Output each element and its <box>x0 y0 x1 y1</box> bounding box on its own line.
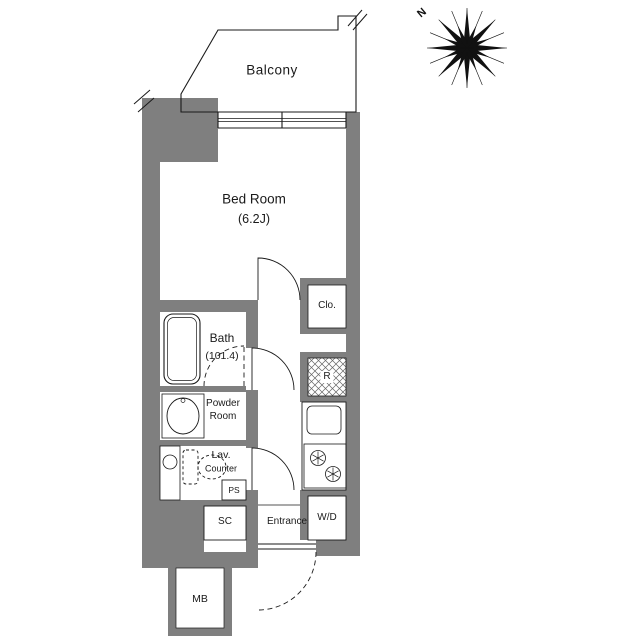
bedroom-door-swing <box>257 257 301 301</box>
wall-bath-powder <box>160 386 246 392</box>
wall-mb-bottom <box>168 628 232 636</box>
wall-r-left <box>300 352 308 402</box>
wall-mb-right <box>224 568 232 636</box>
refrigerator-space-label: R <box>320 371 334 383</box>
wall-r-bottom <box>300 396 346 402</box>
walls <box>142 98 360 636</box>
bedroom-label: Bed Room <box>222 191 286 207</box>
bedroom-size-label: (6.2J) <box>238 211 270 226</box>
kitchen-counter <box>301 401 347 491</box>
lavatory-label-line1: Lav. <box>211 448 231 461</box>
wall-sc-block <box>160 506 204 552</box>
toilet-bowl <box>197 454 227 480</box>
wall-lav-bottom <box>160 500 246 506</box>
wall-wd-left <box>300 490 308 540</box>
stove <box>303 443 347 489</box>
stove-burner <box>310 450 326 466</box>
powder-room-label-line1: Powder <box>206 398 240 409</box>
wall-bedroom-bath <box>160 300 258 312</box>
wall-topleft-block <box>142 98 218 162</box>
stove-burner-mark <box>327 467 339 481</box>
kitchen-sink <box>306 405 342 435</box>
closet-label: Clo. <box>318 300 336 311</box>
pipe-space-label: PS <box>228 484 240 495</box>
bathtub-inner <box>167 317 197 381</box>
vanity-faucet <box>180 398 186 403</box>
balcony-outline <box>180 15 357 113</box>
entrance-label: Entrance <box>266 516 308 527</box>
balcony-label: Balcony <box>246 62 298 78</box>
wall-left <box>142 98 160 568</box>
wall-closet-top <box>300 278 346 285</box>
wall-hall-a <box>246 312 258 348</box>
pipe-space-box <box>221 479 247 501</box>
bath-label: Bath <box>209 331 235 345</box>
entrance-door-swing <box>257 551 317 611</box>
stove-burner-mark <box>312 451 324 465</box>
wall-wd-top <box>300 490 346 496</box>
wall-closet-left <box>300 278 308 334</box>
wall-hall-b <box>246 390 258 448</box>
shoe-cabinet-box <box>203 505 247 541</box>
stove-burner <box>325 466 341 482</box>
window-band <box>217 111 347 129</box>
wall-hall-c <box>246 490 258 552</box>
wall-closet-bottom <box>300 328 346 334</box>
vanity-cabinet <box>161 393 205 439</box>
wall-r-top <box>300 352 346 358</box>
boundary-break-ticks <box>133 9 368 113</box>
lavatory-label-line2: Counter <box>204 463 238 474</box>
closet-box <box>307 284 347 329</box>
wall-bottom-right <box>316 540 360 556</box>
wall-bottom-left <box>142 552 258 568</box>
lav-counter <box>159 445 181 501</box>
washer-dryer-label: W/D <box>317 512 337 523</box>
wall-powder-lav <box>160 440 246 446</box>
powder-door-swing <box>251 347 295 391</box>
lav-door-swing <box>251 447 295 491</box>
entrance-door-leaf <box>258 543 316 550</box>
meter-box-box <box>175 567 225 629</box>
wall-right <box>346 112 360 556</box>
shoe-cabinet-label: SC <box>218 516 232 527</box>
bathtub <box>163 313 201 385</box>
toilet-tank <box>182 449 199 485</box>
bath-size-label: (101.4) <box>205 349 239 362</box>
door-swings <box>203 257 317 611</box>
wall-mb-left <box>168 568 176 636</box>
meter-box-label: MB <box>192 592 208 605</box>
bath-door-swing <box>203 345 245 387</box>
vanity-sink <box>166 397 200 435</box>
washer-dryer-box <box>307 495 347 541</box>
compass-points <box>427 8 507 88</box>
compass-rose <box>427 8 507 88</box>
lav-basin <box>162 454 178 470</box>
powder-room-label-line2: Room <box>209 411 237 422</box>
